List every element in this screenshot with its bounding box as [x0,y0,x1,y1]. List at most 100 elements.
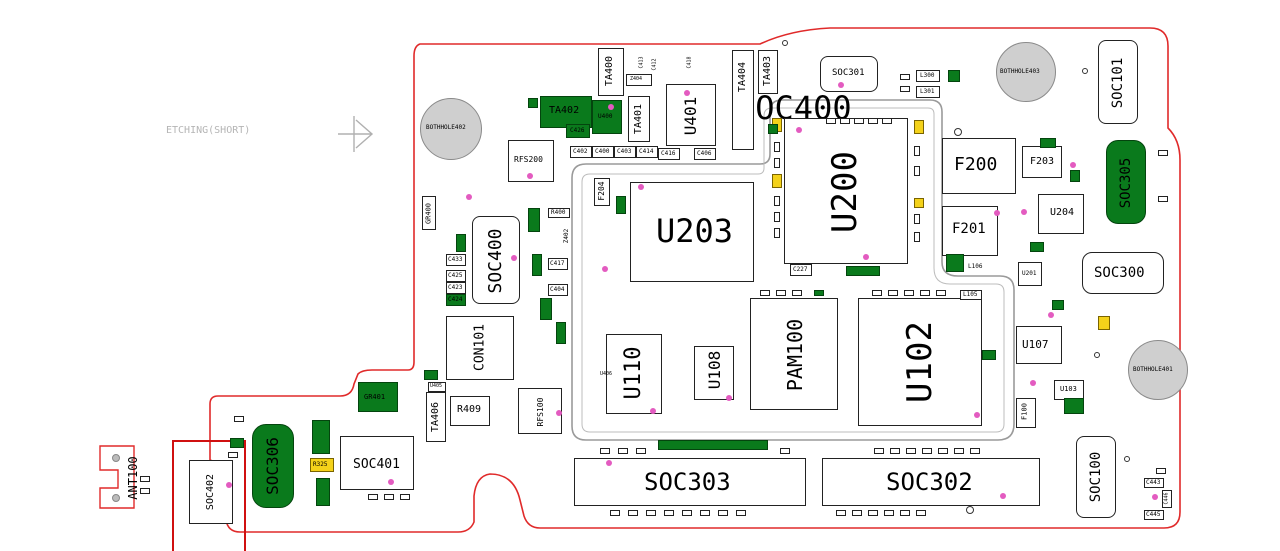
passive-16 [776,290,786,296]
c418-label: C418 [686,56,693,69]
con101-part [446,316,514,380]
c417-label: C417 [550,260,565,267]
passive-27 [780,448,790,454]
passive-1 [826,118,836,124]
z404-label: Z404 [630,76,643,82]
soc401-label: SOC401 [353,457,400,472]
r400-label: R400 [551,209,566,216]
passive-33 [954,448,964,454]
u103-label: U103 [1060,385,1077,393]
c446-part [1162,490,1172,508]
c404-part [548,284,568,296]
gr400-part [422,196,436,230]
passive-23 [936,290,946,296]
passive-32 [938,448,948,454]
u405-label: U405 [430,383,443,389]
green-part-o [658,440,768,450]
r400-part [548,208,570,218]
etching-label: ETCHING(SHORT) [166,125,251,136]
f204-label: F204 [597,181,606,201]
l105-part [960,290,982,300]
passive-41 [718,510,728,516]
passive-35 [610,510,620,516]
con101-label: CON101 [472,324,488,371]
ring-pad-3 [1094,352,1100,358]
soc301-label: SOC301 [832,68,865,78]
f204-part [594,178,610,206]
u110-label: U110 [621,346,646,400]
passive-38 [664,510,674,516]
passive-60 [1156,468,1166,474]
passive-50 [384,494,394,500]
green-part-p [768,124,778,134]
ant100-label: ANT100 [126,456,140,500]
l300-part [916,70,940,82]
c426-label: C426 [570,127,585,134]
test-point-23 [466,194,472,200]
c403-part [614,146,636,158]
test-point-9 [606,460,612,466]
test-point-6 [974,412,980,418]
passive-36 [628,510,638,516]
soc401-part [340,436,414,490]
ant100-outline [99,445,135,509]
soc306-part [252,424,294,508]
passive-31 [922,448,932,454]
passive-12 [914,166,920,176]
u102-chip [858,298,982,426]
ta404-label: TA404 [737,61,748,93]
test-point-10 [1000,493,1006,499]
passive-25 [618,448,628,454]
soc100-part [1076,436,1116,518]
green-part-l [1064,398,1084,414]
c406-part [694,148,716,160]
passive-47 [900,510,910,516]
passive-59 [1158,196,1168,202]
c400-part [592,146,614,158]
ta406-part [426,392,446,442]
c425-label: C425 [448,272,463,279]
green-part-d [540,298,552,320]
u400-label: U400 [598,113,613,120]
gr401-part [358,382,398,412]
l106-label: L106 [968,263,983,270]
soc305-part [1106,140,1146,224]
u400-part [592,100,622,134]
c404-label: C404 [550,286,565,293]
passive-54 [234,416,244,422]
passive-29 [890,448,900,454]
passive-21 [904,290,914,296]
passive-6 [774,142,780,152]
soc402-label: SOC402 [205,473,216,511]
test-point-8 [726,395,732,401]
green-part-h [1040,138,1056,148]
green-part-m [982,350,996,360]
passive-45 [868,510,878,516]
soc300-label: SOC300 [1094,265,1145,281]
f100-part [1016,398,1036,428]
bothhole403-label: BOTHHOLE403 [1000,68,1040,75]
rfs100-label: RFS100 [536,397,545,427]
c402-label: C402 [573,148,588,155]
r409-label: R409 [457,404,482,415]
green-part-s [230,438,244,448]
f203-label: F203 [1030,156,1055,167]
c417-part [548,258,568,270]
soc301-part [820,56,878,92]
c426-part [566,124,590,138]
passive-49 [368,494,378,500]
ring-pad-7 [112,454,120,462]
bothhole403-hole [996,42,1056,102]
c443-label: C443 [1146,479,1161,486]
passive-42 [736,510,746,516]
yellow-part-5 [1098,316,1110,330]
passive-37 [646,510,656,516]
r325-part [310,458,334,472]
c423-part [446,282,466,294]
green-part-b [456,234,466,252]
c416-label: C416 [661,150,676,157]
passive-4 [868,118,878,124]
passive-13 [914,214,920,224]
passive-8 [774,196,780,206]
green-part-j [1030,242,1044,252]
